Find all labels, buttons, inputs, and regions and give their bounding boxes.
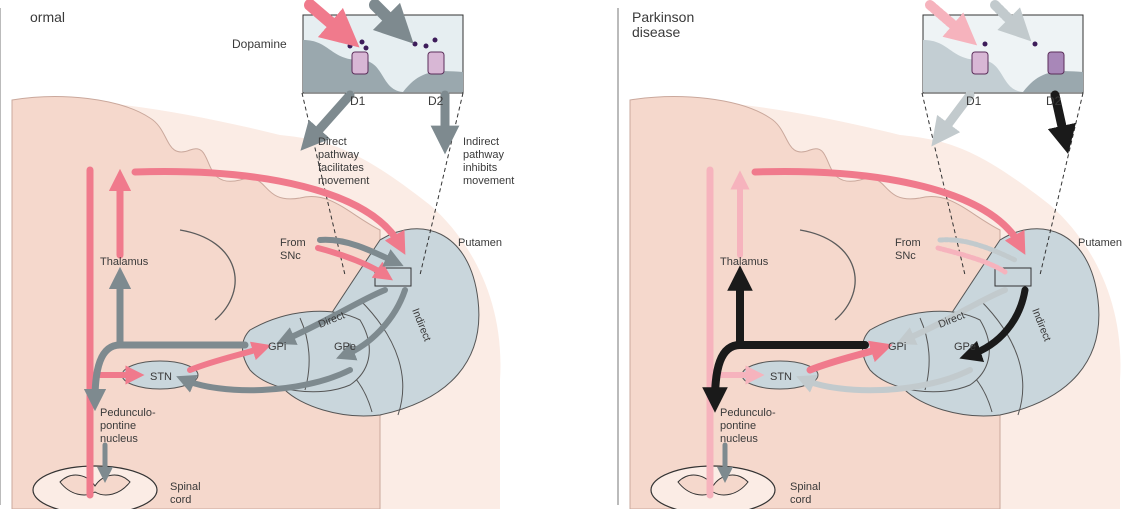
spinal-line2: cord <box>170 494 191 506</box>
ppn-line3: nucleus <box>720 433 758 445</box>
from-snc-line2: SNc <box>895 250 916 262</box>
putamen-label: Putamen <box>1078 237 1122 249</box>
dopamine-label: Dopamine <box>232 37 287 51</box>
ppn-line1: Pedunculo- <box>720 407 776 419</box>
from-snc-line1: From <box>895 237 921 249</box>
d1-label: D1 <box>350 94 366 108</box>
ppn-line1: Pedunculo- <box>100 407 156 419</box>
indirect-note-line1: Indirect <box>463 136 499 148</box>
stn-label: STN <box>150 371 172 383</box>
putamen-label: Putamen <box>458 237 502 249</box>
spinal-line2: cord <box>790 494 811 506</box>
d1-label: D1 <box>966 94 982 108</box>
stn-label: STN <box>770 371 792 383</box>
thalamus-label: Thalamus <box>720 256 769 268</box>
thalamus-label: Thalamus <box>100 256 149 268</box>
ppn-line2: pontine <box>100 420 136 432</box>
panel-title: ormal <box>30 9 65 25</box>
from-snc-line2: SNc <box>280 250 301 262</box>
gpe-label: GPe <box>954 341 976 353</box>
gpe-label: GPe <box>334 341 356 353</box>
direct-note-line1: Direct <box>318 136 347 148</box>
spinal-line1: Spinal <box>170 481 201 493</box>
panel-title-line1: Parkinson <box>632 9 694 25</box>
from-snc-line1: From <box>280 237 306 249</box>
ppn-line2: pontine <box>720 420 756 432</box>
direct-note-line2: pathway <box>318 149 359 161</box>
gpi-label: GPi <box>268 341 286 353</box>
d2-label: D2 <box>428 94 444 108</box>
ppn-line3: nucleus <box>100 433 138 445</box>
panel-normal: ormal Dopamine D1 D2 Direct pathway faci… <box>0 5 514 509</box>
panel-title-line2: disease <box>632 24 680 40</box>
gpi-label: GPi <box>888 341 906 353</box>
indirect-note-line4: movement <box>463 175 514 187</box>
d2-label: D2 <box>1046 94 1062 108</box>
direct-note-line4: movement <box>318 175 369 187</box>
indirect-note-line3: inhibits <box>463 162 498 174</box>
spinal-line1: Spinal <box>790 481 821 493</box>
indirect-note-line2: pathway <box>463 149 504 161</box>
panel-parkinson: Parkinson disease D1 D2 From SNc Putamen… <box>618 5 1122 509</box>
spinal-cord-shape <box>33 466 157 509</box>
direct-note-line3: facilitates <box>318 162 364 174</box>
